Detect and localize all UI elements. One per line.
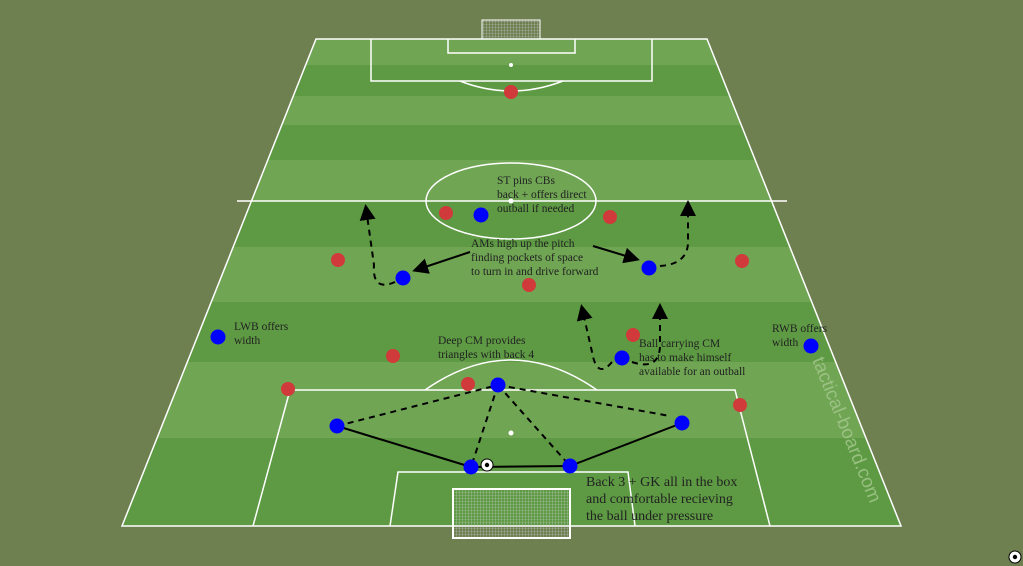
passing-lines	[336, 200, 696, 468]
top-goal	[481, 19, 541, 40]
pitch-stripes	[122, 39, 901, 526]
note-ams: AMs high up the pitch finding pockets of…	[471, 238, 599, 278]
red-player[interactable]	[281, 382, 295, 396]
bottom-goal	[452, 488, 571, 539]
blue-player-dm[interactable]	[490, 377, 506, 393]
blue-team	[210, 207, 819, 475]
blue-player-rcb[interactable]	[674, 415, 690, 431]
red-player[interactable]	[331, 253, 345, 267]
red-player[interactable]	[522, 278, 536, 292]
red-player[interactable]	[439, 206, 453, 220]
note-rwb: RWB offers width	[772, 323, 828, 349]
red-player[interactable]	[386, 349, 400, 363]
pitch-lines	[120, 38, 903, 527]
blue-player-gk[interactable]	[562, 458, 578, 474]
note-ball-cm: Ball carrying CM has to make himself ava…	[639, 338, 746, 378]
blue-player-st[interactable]	[473, 207, 489, 223]
blue-player-lam[interactable]	[395, 270, 411, 286]
blue-player-cb[interactable]	[463, 459, 479, 475]
soccer-ball-icon[interactable]	[480, 458, 494, 472]
red-player[interactable]	[504, 85, 518, 99]
blue-player-lcb[interactable]	[329, 418, 345, 434]
red-team	[281, 85, 749, 412]
red-player[interactable]	[626, 328, 640, 342]
blue-player-cm[interactable]	[614, 350, 630, 366]
red-player[interactable]	[735, 254, 749, 268]
red-player[interactable]	[733, 398, 747, 412]
blue-player-ram[interactable]	[641, 260, 657, 276]
note-deep-cm: Deep CM provides triangles with back 4	[438, 335, 535, 361]
note-st: ST pins CBs back + offers direct outball…	[497, 175, 587, 215]
red-player[interactable]	[603, 210, 617, 224]
soccer-ball-icon[interactable]	[1008, 550, 1022, 564]
red-player[interactable]	[461, 377, 475, 391]
blue-player-lwb[interactable]	[210, 329, 226, 345]
blue-player-rwb[interactable]	[803, 338, 819, 354]
note-back3: Back 3 + GK all in the box and comfortab…	[586, 475, 738, 524]
note-lwb: LWB offers width	[234, 321, 289, 347]
